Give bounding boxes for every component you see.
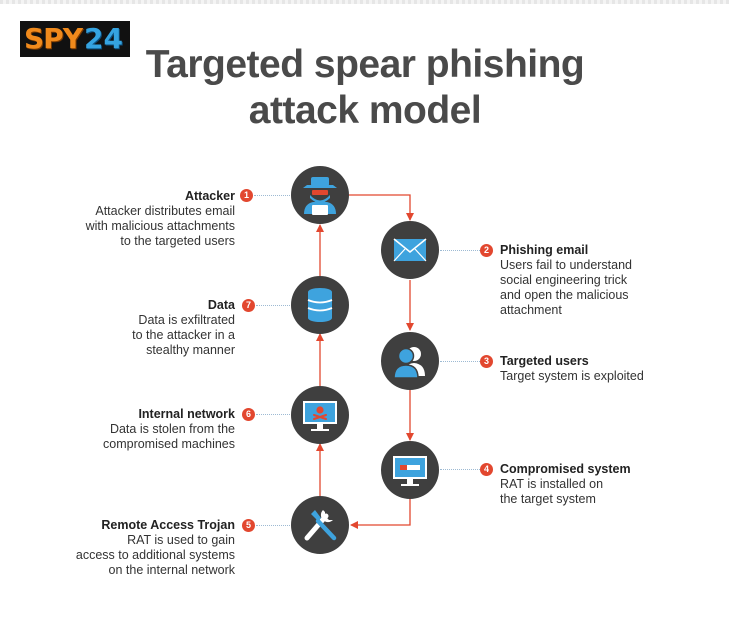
step-1-title: Attacker — [184, 189, 235, 203]
step-2-badge: 2 — [480, 244, 493, 257]
top-border-strip — [0, 0, 729, 4]
step-1-badge: 1 — [240, 189, 253, 202]
step-4-description: RAT is installed on the target system — [500, 477, 604, 506]
step-3-leader — [440, 361, 480, 362]
step-4-label: Compromised system RAT is installed on t… — [500, 462, 631, 507]
step-7-leader — [256, 305, 290, 306]
step-4-badge: 4 — [480, 463, 493, 476]
step-3-title: Targeted users — [500, 354, 589, 368]
users-icon — [381, 332, 439, 390]
step-5-leader — [256, 525, 290, 526]
step-2-label: Phishing email Users fail to understand … — [500, 243, 632, 318]
infected-monitor-icon — [291, 386, 349, 444]
step-2-leader — [440, 250, 480, 251]
step-4-title: Compromised system — [500, 462, 631, 476]
step-6-leader — [256, 414, 290, 415]
step-7-label: Data Data is exfiltrated to the attacker… — [132, 298, 235, 358]
step-3-badge: 3 — [480, 355, 493, 368]
page-title: Targeted spear phishing attack model — [110, 42, 620, 134]
connector-4-5 — [350, 498, 411, 529]
connector-1-2 — [349, 194, 414, 221]
step-7-title: Data — [207, 298, 235, 312]
step-4-leader — [440, 469, 480, 470]
step-6-badge: 6 — [242, 408, 255, 421]
step-6-label: Internal network Data is stolen from the… — [103, 407, 235, 452]
title-line-1: Targeted spear phishing — [145, 43, 585, 86]
step-3-description: Target system is exploited — [500, 369, 644, 383]
step-3-label: Targeted users Target system is exploite… — [500, 354, 644, 384]
logo-text-spy: SPY — [24, 22, 83, 55]
hacker-icon — [291, 166, 349, 224]
step-5-title: Remote Access Trojan — [101, 518, 235, 532]
database-icon — [291, 276, 349, 334]
step-1-leader — [254, 195, 290, 196]
title-line-2: attack model — [248, 89, 482, 132]
step-6-description: Data is stolen from the compromised mach… — [103, 422, 235, 451]
step-1-description: Attacker distributes email with maliciou… — [85, 204, 235, 248]
step-2-description: Users fail to understand social engineer… — [500, 258, 633, 317]
logo-text-24: 24 — [83, 22, 123, 55]
tools-icon — [291, 496, 349, 554]
step-7-description: Data is exfiltrated to the attacker in a… — [132, 313, 235, 357]
step-7-badge: 7 — [242, 299, 255, 312]
monitor-icon — [381, 441, 439, 499]
envelope-icon — [381, 221, 439, 279]
step-1-label: Attacker Attacker distributes email with… — [86, 189, 235, 249]
step-5-label: Remote Access Trojan RAT is used to gain… — [76, 518, 235, 578]
step-2-title: Phishing email — [500, 243, 589, 257]
step-5-badge: 5 — [242, 519, 255, 532]
step-5-description: RAT is used to gain access to additional… — [75, 533, 235, 577]
spy24-logo: SPY 24 — [20, 21, 130, 57]
step-6-title: Internal network — [138, 407, 235, 421]
